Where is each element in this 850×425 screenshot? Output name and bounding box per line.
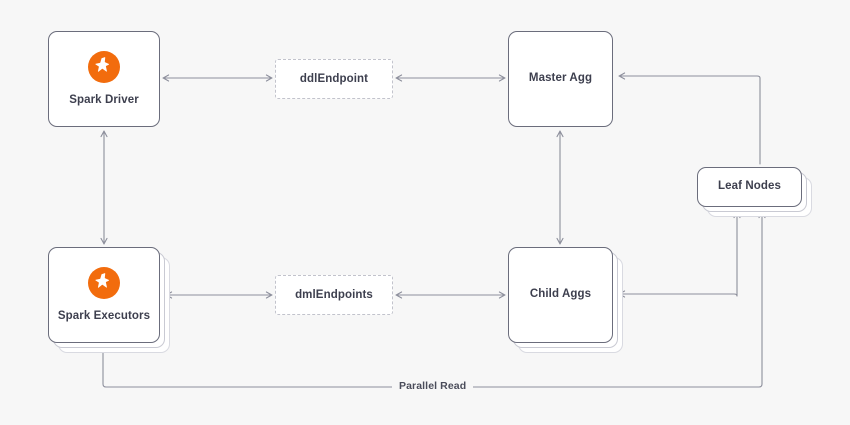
node-child-aggs[interactable]: Child Aggs [508, 247, 613, 343]
node-spark-executors[interactable]: Spark Executors [48, 247, 160, 343]
edge-leaf-nodes-child-aggs [618, 290, 738, 298]
node-spark-driver[interactable]: Spark Driver [48, 31, 160, 127]
node-label: Child Aggs [529, 288, 592, 301]
endpoint-label: ddlEndpoint [299, 73, 369, 85]
endpoint-label: dmlEndpoints [295, 289, 373, 301]
node-label: Master Agg [528, 72, 593, 85]
endpoint-dml[interactable]: dmlEndpoints [275, 275, 393, 315]
node-label: Spark Executors [57, 309, 151, 322]
spark-logo-icon [88, 266, 120, 299]
node-master-agg[interactable]: Master Agg [508, 31, 613, 127]
endpoint-ddl[interactable]: ddlEndpoint [275, 59, 393, 99]
edge-label-parallel-read: Parallel Read [392, 380, 474, 392]
spark-logo-icon [88, 50, 120, 83]
edge-leaf-nodes-master-agg [618, 72, 761, 165]
node-leaf-nodes[interactable]: Leaf Nodes [697, 167, 802, 207]
node-label: Leaf Nodes [718, 180, 781, 193]
node-label: Spark Driver [69, 93, 139, 106]
